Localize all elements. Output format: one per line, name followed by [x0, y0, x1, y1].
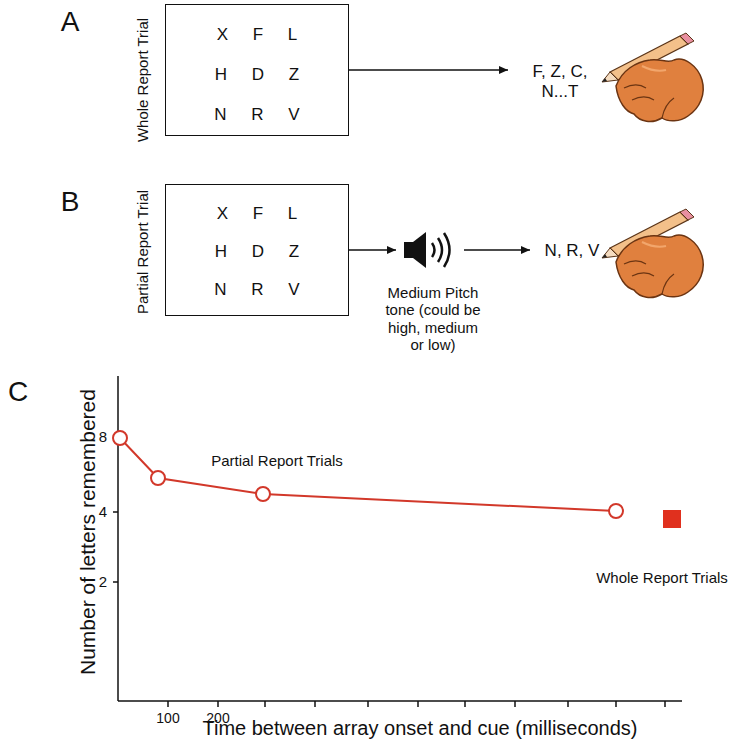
letter-row: N R V [166, 280, 348, 300]
tick-label: 2 [99, 573, 107, 590]
series-label: Partial Report Trials [211, 452, 343, 469]
letter-array-box: X F L H D Z N R V [165, 4, 349, 136]
letter-row: N R V [166, 105, 348, 125]
tick-label: 4 [99, 503, 107, 520]
axis-title: Number of letters remembered [76, 389, 100, 675]
speaker-icon [404, 232, 450, 268]
chart-axes [113, 376, 682, 701]
tick-label: 100 [156, 710, 179, 726]
axis-title: Time between array onset and cue (millis… [202, 716, 637, 739]
letter-array-box: X F L H D Z N R V [165, 184, 349, 316]
panel-letter: B [61, 186, 80, 218]
letter-row: X F L [166, 25, 348, 45]
cue-note: Medium Pitch tone (could be high, medium… [381, 284, 485, 353]
row-title: Whole Report Trial [134, 18, 151, 142]
panel-letter: C [8, 376, 28, 408]
row-title: Partial Report Trial [134, 190, 151, 314]
response-text: F, Z, C, N...T [520, 62, 600, 101]
letter-row: X F L [166, 204, 348, 224]
panel-letter: A [61, 6, 80, 38]
response-text: N, R, V [545, 241, 600, 261]
letter-row: H D Z [166, 65, 348, 85]
series-label: Whole Report Trials [596, 569, 728, 586]
letter-row: H D Z [166, 242, 348, 262]
tick-label: 8 [99, 428, 107, 445]
